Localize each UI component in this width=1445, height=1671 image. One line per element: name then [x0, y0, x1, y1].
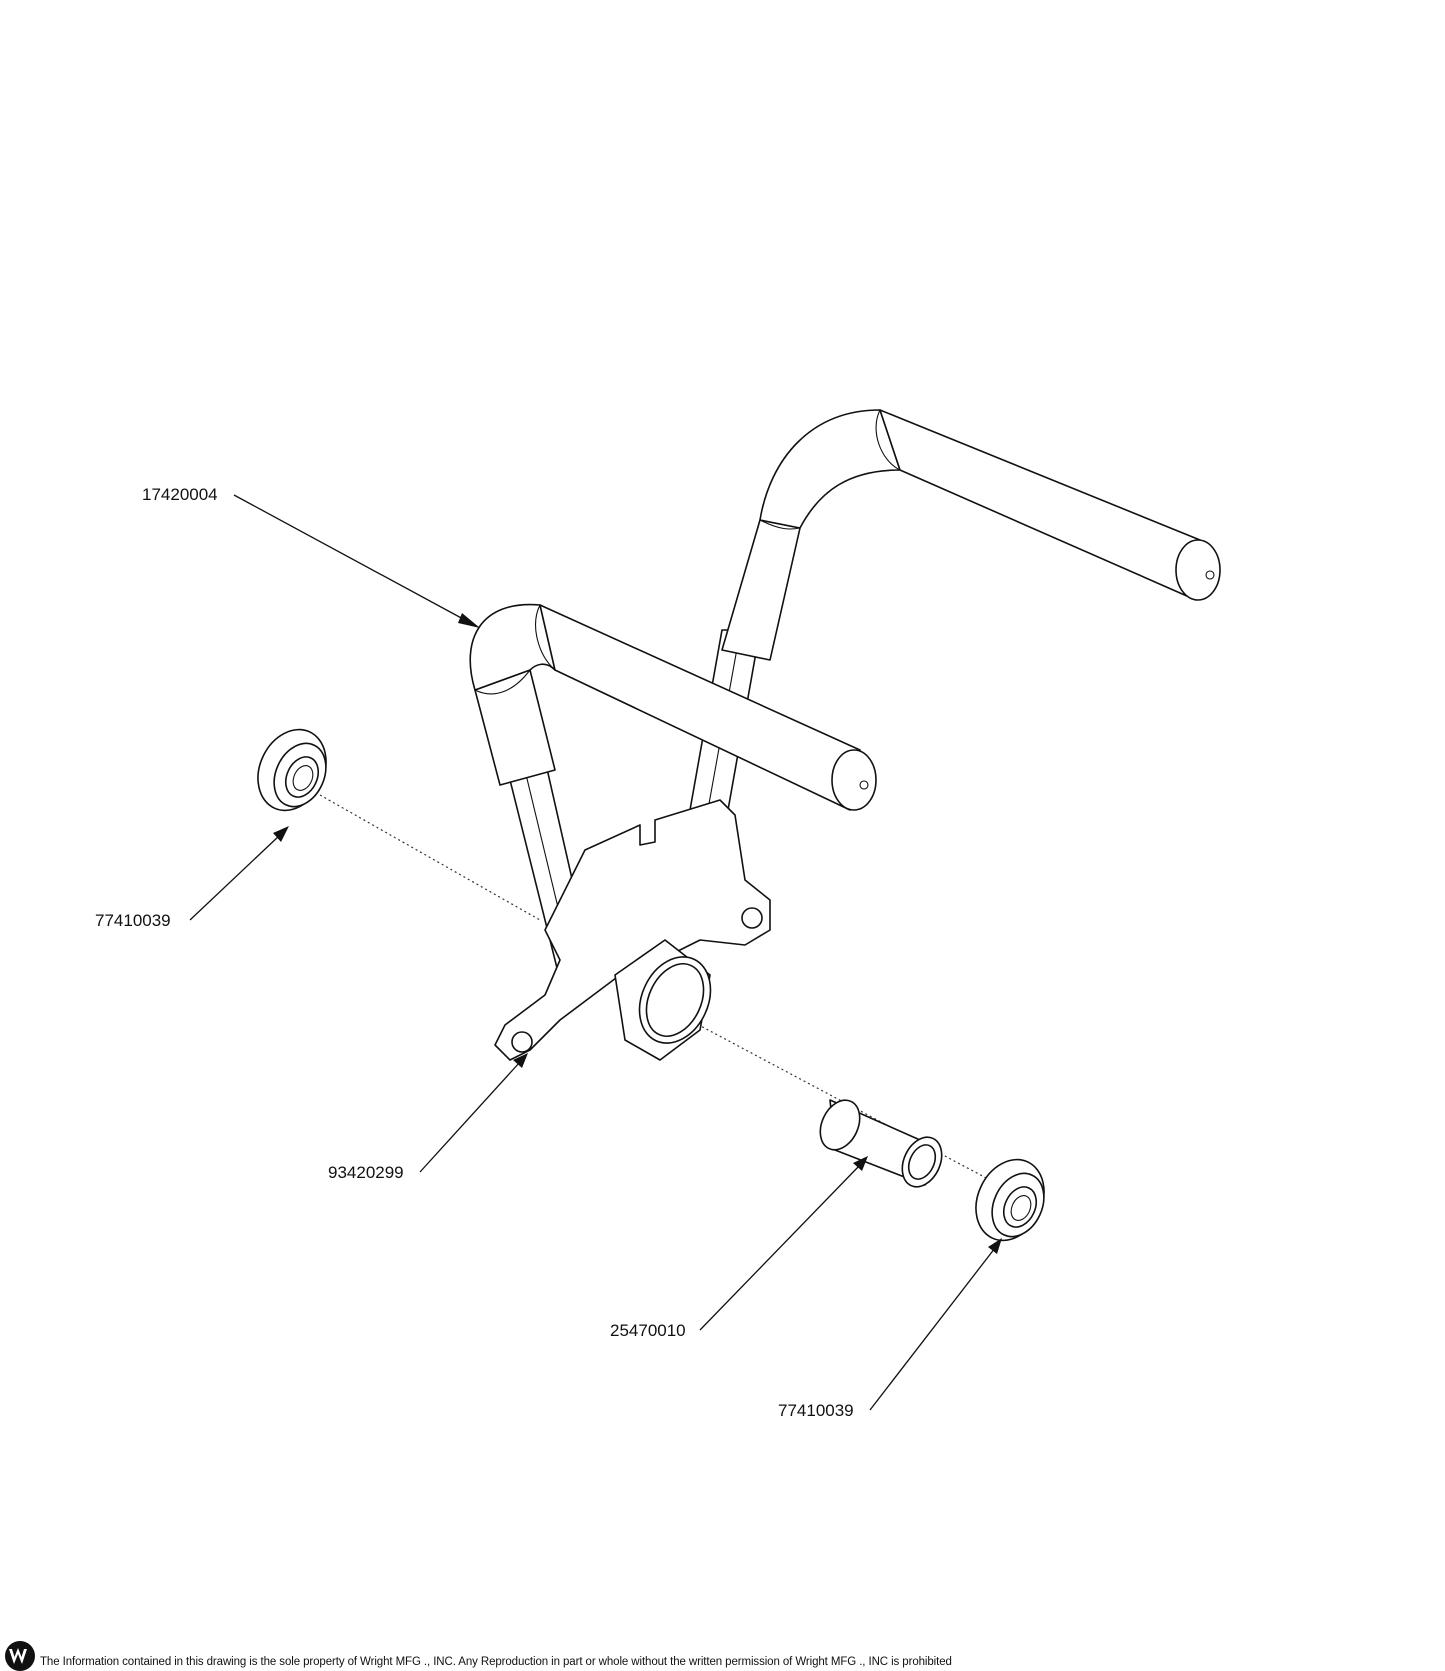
- leader-bearing-right: [869, 1247, 996, 1411]
- arrowhead-spacer: [853, 1156, 868, 1171]
- bearing-left: [257, 728, 327, 812]
- leader-pivot-bracket: [419, 1061, 521, 1173]
- label-handle-assembly: 17420004: [142, 485, 218, 504]
- leader-handle-assembly: [233, 494, 466, 621]
- spacer: [819, 1099, 943, 1188]
- leader-bearing-left: [189, 834, 281, 921]
- footer: The Information contained in this drawin…: [0, 1638, 1445, 1671]
- arrowhead-handle-assembly: [458, 613, 480, 628]
- wright-w-logo-icon: [5, 1641, 35, 1671]
- leader-spacer: [699, 1164, 861, 1331]
- handle-assembly: [469, 409, 1221, 981]
- label-pivot-bracket: 93420299: [328, 1163, 404, 1182]
- arrowhead-bearing-left: [273, 826, 289, 842]
- copyright-notice: The Information contained in this drawin…: [40, 1656, 952, 1668]
- pivot-bracket: [494, 799, 771, 1061]
- arrowhead-bearing-right: [988, 1238, 1002, 1254]
- bearing-right: [975, 1158, 1045, 1242]
- label-bearing-right: 77410039: [778, 1401, 854, 1420]
- arrowhead-pivot-bracket: [513, 1053, 528, 1068]
- bearing-axis-upper: [319, 794, 541, 921]
- label-spacer: 25470010: [610, 1321, 686, 1340]
- label-bearing-left: 77410039: [95, 911, 171, 930]
- bearing-axis-lower: [679, 1014, 991, 1181]
